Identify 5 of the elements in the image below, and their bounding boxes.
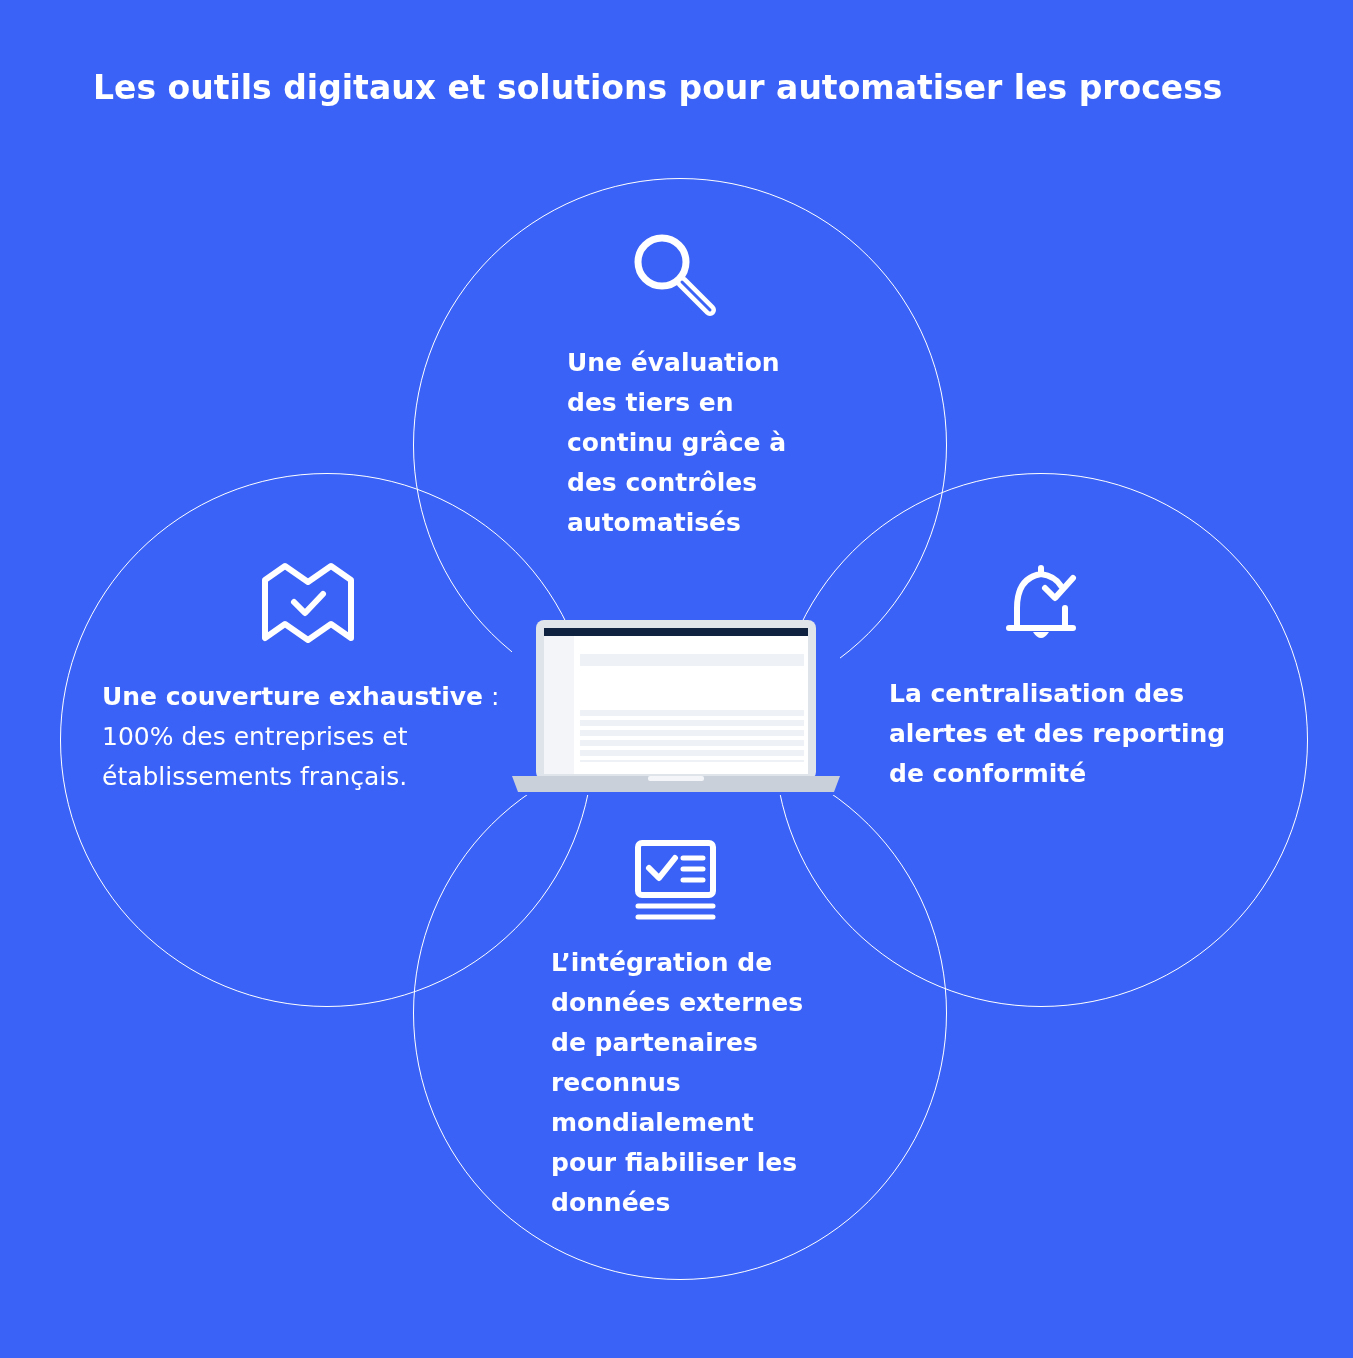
title: Les outils digitaux et solutions pour automatiser les process	[93, 68, 1223, 107]
description-text: La centralisation des alertes et des reporting de conformité	[889, 678, 1227, 790]
description-text: Une évaluation des tiers en continu grâce à des contrôles automatisés	[567, 347, 788, 539]
description-text: L’intégration de données externes de partenaires reconnus mondialement pour fiabiliser les données	[551, 947, 805, 1219]
description-text: Une couverture exhaustive : 100% des entreprises et établissements français.	[102, 681, 501, 793]
